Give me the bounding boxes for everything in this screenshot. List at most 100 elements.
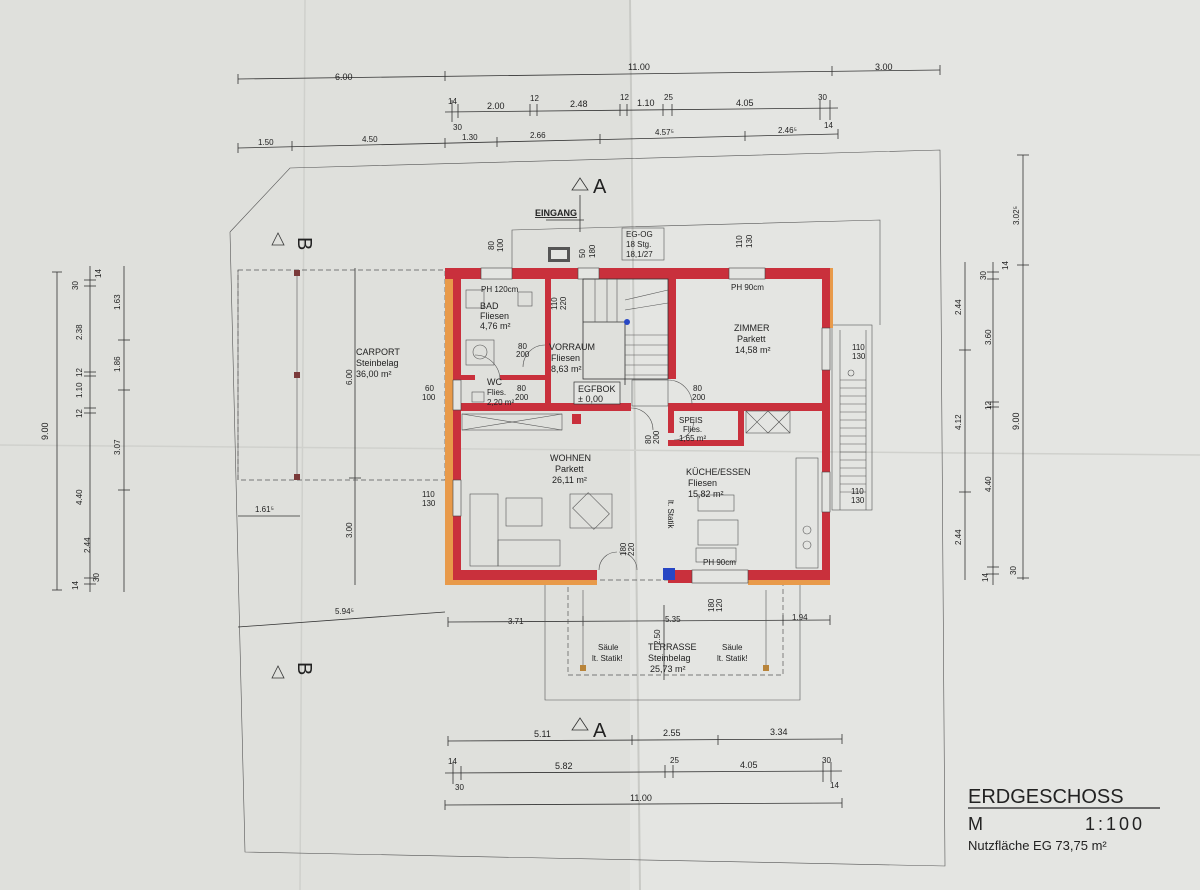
open-50: 50	[578, 249, 587, 258]
dim-right2-12: 12	[984, 401, 993, 410]
column-note-left-1: Säule	[598, 643, 619, 652]
room-bad-floor: Fliesen	[480, 311, 509, 321]
open-80b: 80	[518, 342, 527, 351]
dim-top2-30b: 30	[453, 123, 462, 132]
dim-bot2-25: 25	[670, 756, 679, 765]
dim-bot1-334: 3.34	[770, 727, 788, 737]
dim-top2-405: 4.05	[736, 98, 754, 108]
dim-bot2-30b: 30	[455, 783, 464, 792]
dim-left2-30b: 30	[92, 573, 101, 582]
section-b-top: B	[293, 237, 315, 250]
stairs-label-steps: 18 Stg.	[626, 240, 651, 249]
open-80c: 80	[517, 384, 526, 393]
room-bad-name: BAD	[480, 301, 499, 311]
dim-top-3: 1.50 4.50 1.30 2.66 4.57⁵ 2.46⁵	[237, 126, 839, 153]
open-130a: 130	[745, 234, 754, 248]
dim-right2-14b: 14	[981, 573, 990, 582]
section-markers: A A B B	[271, 176, 607, 742]
dim-left2-244: 2.44	[83, 537, 92, 553]
dim-right2-360: 3.60	[984, 329, 993, 345]
dim-top2-14b: 14	[824, 121, 833, 130]
dim-top-2: 14 2.00 12 2.48 12 1.10 25 4.05 30 30 14	[444, 93, 839, 132]
doors	[474, 344, 695, 571]
dim-right1-900: 9.00	[1011, 412, 1021, 430]
plan-usable-area: Nutzfläche EG 73,75 m²	[968, 838, 1107, 853]
dim-5945: 5.94⁵	[335, 607, 354, 616]
dim-bot2-405: 4.05	[740, 760, 758, 770]
dim-left2-12b: 12	[75, 409, 84, 418]
column-note-right-2: lt. Statik!	[717, 654, 748, 663]
room-vorraum-area: 8,63 m²	[551, 364, 582, 374]
dim-top2-12a: 12	[530, 94, 539, 103]
dim-top2-200: 2.00	[487, 101, 505, 111]
room-bad-area: 4,76 m²	[480, 321, 511, 331]
room-terrasse-area: 25,73 m²	[650, 664, 686, 674]
dim-bot3-1100: 11.00	[630, 793, 652, 803]
paper-fold-vertical	[629, 0, 641, 890]
plan-scale: 1:100	[1085, 814, 1145, 834]
dim-left3-163: 1.63	[113, 294, 122, 310]
dim-bot2-14: 14	[448, 757, 457, 766]
dim-371: 3.71	[508, 617, 524, 626]
dim-carport-300: 3.00	[345, 522, 354, 538]
dim-535: 5.35	[665, 615, 681, 624]
dim-left2-14b: 14	[71, 581, 80, 590]
dim-right3-244b: 2.44	[954, 529, 963, 545]
dim-left2-30: 30	[71, 281, 80, 290]
room-zimmer-area: 14,58 m²	[735, 345, 771, 355]
open-180: 180	[588, 244, 597, 258]
column-note-left-2: lt. Statik!	[592, 654, 623, 663]
dim-bot1-511: 5.11	[534, 729, 551, 739]
dim-left2-12a: 12	[75, 368, 84, 377]
dim-left3-307: 3.07	[113, 439, 122, 455]
section-a-top: A	[593, 176, 607, 198]
dim-top2-14: 14	[448, 97, 457, 106]
property-outline	[229, 149, 946, 867]
paper-fold-shade	[0, 0, 630, 890]
dim-bottom: 5.11 2.55 3.34 14 5.82 25 4.05 30 30 14 …	[444, 727, 843, 810]
room-vorraum-floor: Fliesen	[551, 353, 580, 363]
dim-bot2-30: 30	[822, 756, 831, 765]
dim-left: 9.00 30 14 2.38 12 1.10 12 4.40 2.44 14 …	[40, 266, 130, 592]
dim-right2-14: 14	[1001, 261, 1010, 270]
column-note-vertical: lt. Statik	[666, 500, 675, 529]
room-carport-name: CARPORT	[356, 347, 400, 357]
open-180j: 180	[707, 598, 716, 612]
dim-right2-30: 30	[979, 271, 988, 280]
column-note-right-1: Säule	[722, 643, 743, 652]
dim-misc: 6.00 3.00 1.61⁵ 5.94⁵ 3.71 5.35 1.94 2.5…	[237, 268, 831, 680]
room-speis-name: SPEIS	[679, 416, 703, 425]
dim-left2-440: 4.40	[75, 489, 84, 505]
room-kueche-floor: Fliesen	[688, 478, 717, 488]
dim-left3-186: 1.86	[113, 356, 122, 372]
dim-top-1: 6.00 11.00 3.00	[237, 62, 941, 84]
carport	[237, 269, 446, 481]
room-vorraum-name: VORRAUM	[549, 342, 595, 352]
open-110a: 110	[735, 235, 744, 248]
plan-title: ERDGESCHOSS	[968, 786, 1124, 808]
outside-stair	[831, 324, 873, 511]
title-block: ERDGESCHOSS M 1:100 Nutzfläche EG 73,75 …	[968, 786, 1160, 853]
open-200c: 200	[515, 393, 529, 402]
room-terrasse-floor: Steinbelag	[648, 653, 691, 663]
open-100c: 100	[422, 393, 436, 402]
room-zimmer-name: ZIMMER	[734, 323, 770, 333]
dim-top1-c: 3.00	[875, 62, 893, 72]
dim-top2-12b: 12	[620, 93, 629, 102]
room-terrasse-name: TERRASSE	[648, 642, 697, 652]
dim-right3-412: 4.12	[954, 414, 963, 430]
open-200g: 200	[652, 430, 661, 444]
room-carport-floor: Steinbelag	[356, 358, 399, 368]
dim-top2-248: 2.48	[570, 99, 588, 109]
room-speis-floor: Flies.	[683, 425, 702, 434]
entrance-label: EINGANG	[535, 208, 577, 218]
open-130e: 130	[852, 352, 866, 361]
section-a-bottom: A	[593, 720, 607, 742]
dim-1615: 1.61⁵	[255, 505, 274, 514]
dim-left2-14: 14	[94, 269, 103, 278]
room-wohnen-area: 26,11 m²	[552, 475, 587, 485]
windows	[452, 267, 831, 584]
entrance-canopy	[511, 219, 881, 325]
staircase	[582, 278, 669, 385]
